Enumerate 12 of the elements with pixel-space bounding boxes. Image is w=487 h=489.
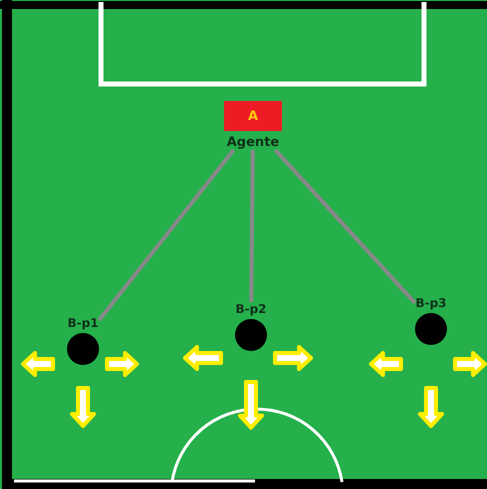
player-marker bbox=[67, 316, 99, 365]
player-label: B-p3 bbox=[415, 296, 447, 310]
connector-line bbox=[97, 148, 236, 322]
agent-marker bbox=[224, 101, 282, 150]
connector-line bbox=[249, 150, 255, 302]
player-marker bbox=[235, 302, 267, 351]
player-label: B-p1 bbox=[67, 316, 99, 330]
player-label: B-p2 bbox=[235, 302, 267, 316]
connector-line bbox=[274, 148, 416, 304]
player-marker bbox=[415, 296, 447, 345]
agent-caption: Agente bbox=[226, 136, 280, 150]
agent-box: A bbox=[224, 101, 282, 131]
